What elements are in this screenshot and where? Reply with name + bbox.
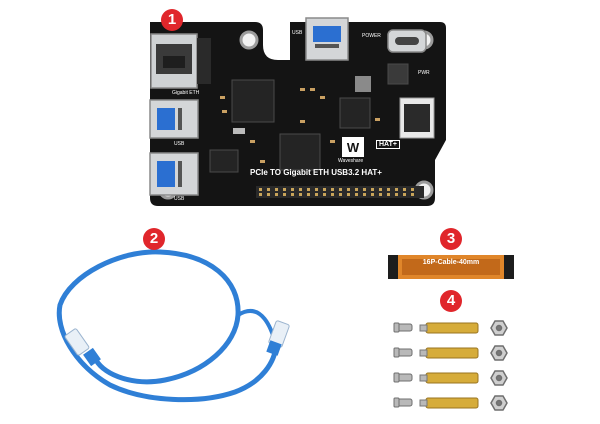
callout-3: 3	[440, 228, 462, 250]
capacitors	[220, 88, 380, 163]
usb-port-bottom-icon	[149, 152, 199, 196]
pwr-label: PWR	[418, 70, 430, 76]
callout-2: 2	[143, 228, 165, 250]
screws-icon	[393, 322, 413, 408]
hat-label: HAT+	[376, 140, 400, 149]
usb-label-top: USB	[292, 30, 303, 36]
hex-nuts-icon	[490, 320, 508, 411]
usb-port-mid-icon	[149, 99, 199, 139]
usb-label-mid: USB	[174, 141, 185, 147]
ethernet-jack-icon	[150, 33, 211, 89]
ribbon-cable-icon	[388, 255, 514, 279]
waveshare-logo-icon: W	[342, 137, 364, 157]
svg-text:W: W	[347, 140, 360, 155]
crystal-icon	[233, 128, 245, 134]
brand-label: Waveshare	[338, 158, 364, 164]
ic-chips	[209, 63, 409, 173]
inductor-icon	[355, 76, 371, 92]
board-title: PCIe TO Gigabit ETH USB3.2 HAT+	[250, 168, 382, 177]
usb-label-bottom: USB	[174, 196, 185, 202]
rj45-plug-icon	[64, 328, 101, 367]
usb-c-power-icon	[387, 29, 427, 53]
cable-label: 16P-Cable-40mm	[422, 259, 480, 266]
brass-standoffs-icon	[419, 322, 479, 409]
ethernet-cable-icon	[56, 249, 279, 403]
gpio-header	[256, 186, 424, 198]
usb-port-top-icon	[305, 17, 349, 61]
callout-1: 1	[161, 9, 183, 31]
power-label: POWER	[362, 33, 381, 39]
rj45-plug-icon	[266, 320, 290, 356]
ethernet-label: Gigabit ETH	[172, 90, 200, 96]
callout-4: 4	[440, 290, 462, 312]
fpc-connector-icon	[399, 97, 435, 139]
